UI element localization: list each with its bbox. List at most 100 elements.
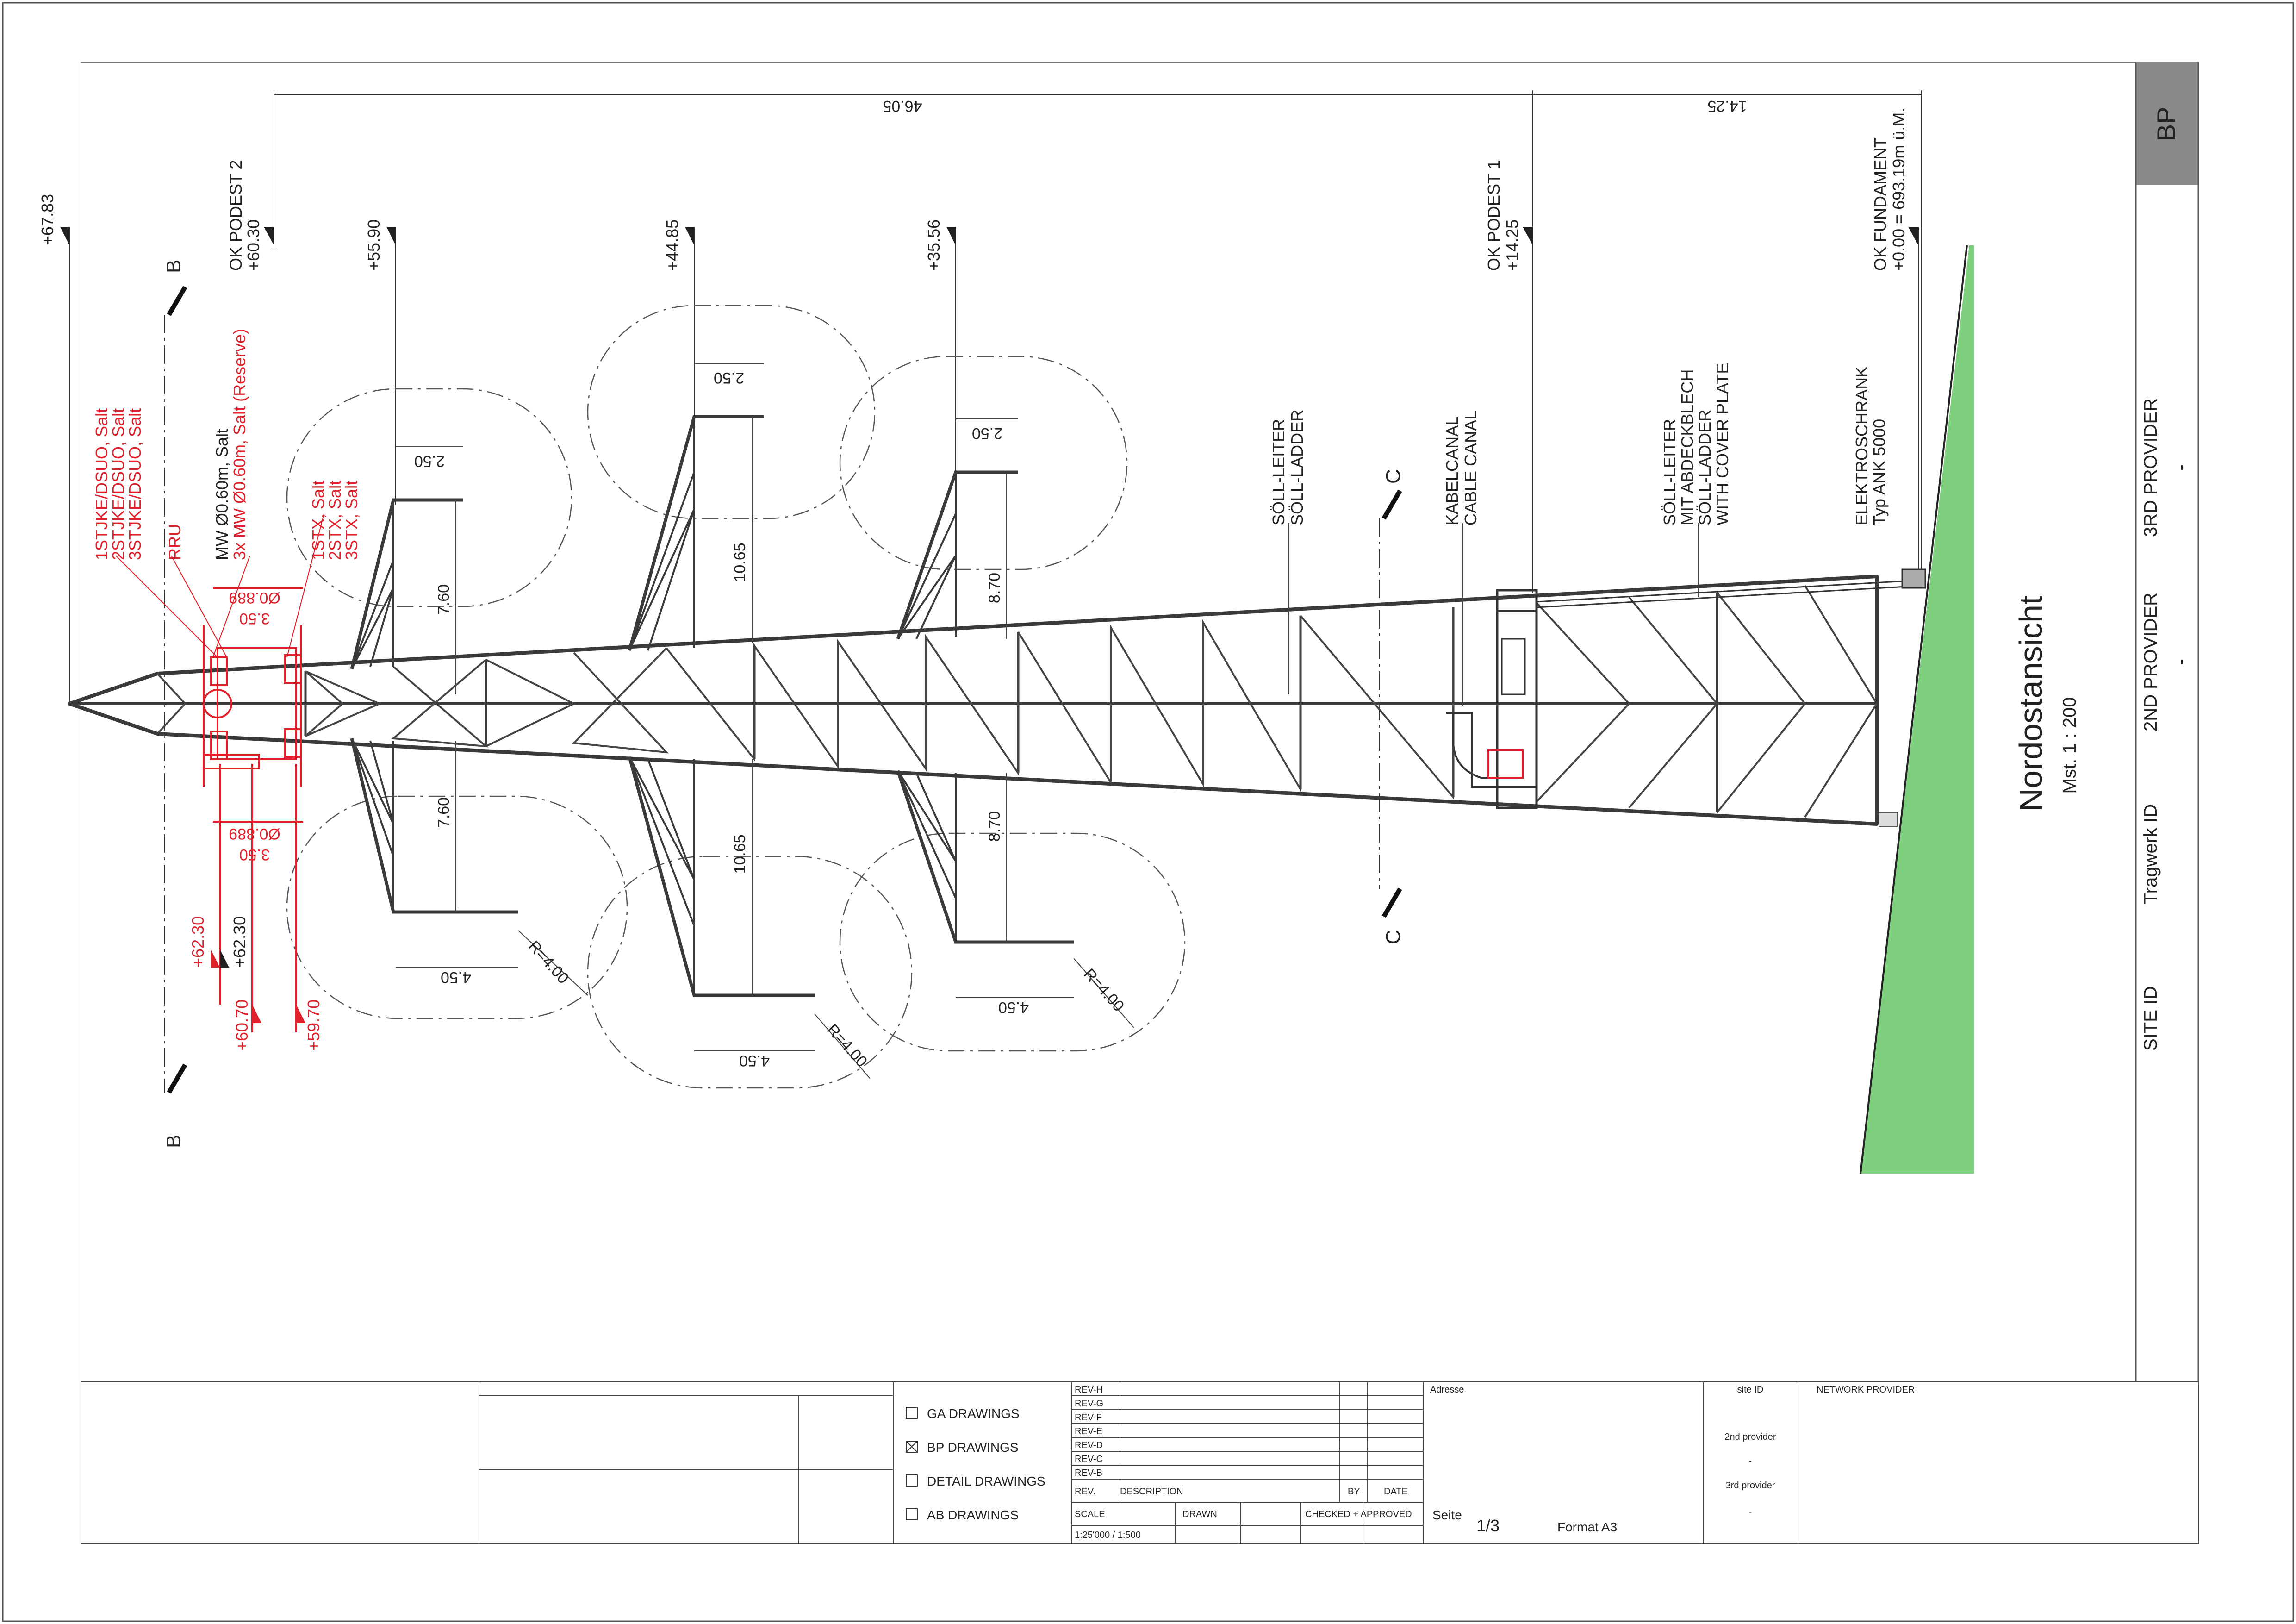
rev-header-rev: REV. — [1075, 1487, 1095, 1497]
red-elev-6070: +60.70 — [232, 999, 251, 1051]
tb-second-provider: 2nd provider — [1724, 1432, 1776, 1442]
side-second-provider: 2ND PROVIDER — [2140, 593, 2161, 731]
arms-bottom — [350, 738, 1074, 997]
red-elev-5970: +59.70 — [304, 999, 323, 1051]
dim-arm-gap-2: 2.50 — [714, 369, 744, 387]
dim-radius-2: R=4.00 — [823, 1021, 871, 1071]
tb-network-provider: NETWORK PROVIDER: — [1817, 1385, 1917, 1395]
checkbox-bp[interactable] — [906, 1441, 918, 1453]
red-rru: RRU — [165, 524, 184, 560]
red-stx-3: 3STX, Salt — [342, 481, 361, 560]
red-stjke-2: 2STJKE/DSUO, Salt — [109, 408, 128, 560]
elev-fundament-value: +0.00 = 693.19m ü.M. — [1889, 108, 1908, 271]
side-third-provider-value: - — [2171, 464, 2191, 470]
tb-third-provider-value: - — [1749, 1507, 1752, 1517]
label-soll-ladder-2: SÖLL-LADDER — [1695, 410, 1714, 525]
dim-bottom-gap-1: 4.50 — [441, 968, 471, 986]
label-ab-drawings: AB DRAWINGS — [927, 1508, 1019, 1522]
checked-header: CHECKED + APPROVED — [1305, 1509, 1412, 1519]
section-cut-marks — [167, 286, 1402, 1094]
dim-arm-len-2: 10.65 — [731, 543, 749, 582]
label-with-cover-plate: WITH COVER PLATE — [1713, 363, 1732, 525]
section-c-bottom: C — [1382, 930, 1405, 944]
seite-label: Seite — [1432, 1508, 1462, 1522]
dim-width-top: 3.50 — [239, 610, 270, 627]
checkbox-ga[interactable] — [906, 1407, 918, 1419]
red-mw-reserve: 3x MW Ø0.60m, Salt (Reserve) — [230, 329, 249, 560]
drawn-header: DRAWN — [1182, 1509, 1217, 1519]
elevation-markers — [69, 227, 1919, 704]
label-detail-drawings: DETAIL DRAWINGS — [927, 1474, 1045, 1488]
elev-ok-podest2: OK PODEST 2 — [226, 160, 245, 271]
side-tragwerk-id: Tragwerk ID — [2140, 804, 2161, 904]
rev-h: REV-H — [1075, 1385, 1103, 1395]
rev-header-description: DESCRIPTION — [1120, 1487, 1183, 1497]
arm-dimensions — [396, 363, 1134, 1079]
dim-bottom-gap-3: 4.50 — [998, 999, 1029, 1016]
elev-6783: +67.83 — [38, 194, 57, 245]
elev-ok-fundament: OK FUNDAMENT — [1871, 137, 1890, 271]
elev-ok-podest1: OK PODEST 1 — [1484, 160, 1503, 271]
ground-fill — [1860, 245, 1974, 1174]
dim-diameter-top: Ø0.889 — [229, 589, 280, 606]
elevation-flags — [60, 227, 1918, 245]
red-stx-1: 1STX, Salt — [309, 481, 328, 560]
dim-bottom-arm-len-3: 8.70 — [986, 811, 1003, 842]
red-stjke-3: 3STJKE/DSUO, Salt — [125, 408, 144, 560]
drawing-type-checkboxes — [906, 1407, 918, 1520]
foundation-block — [1879, 812, 1898, 827]
dim-arm-gap-1: 2.50 — [414, 452, 445, 470]
dim-overall-right: 14.25 — [1707, 97, 1747, 115]
elev-6030: +60.30 — [244, 219, 263, 271]
label-leaders — [1288, 523, 1879, 706]
elev-3556: +35.56 — [924, 219, 943, 271]
label-typ-ank: Typ ANK 5000 — [1870, 419, 1889, 525]
tower-mast — [68, 575, 1879, 826]
tb-second-provider-value: - — [1749, 1456, 1752, 1466]
red-elev-6230: +62.30 — [188, 916, 207, 968]
label-soll-ladder: SÖLL-LADDER — [1288, 410, 1307, 525]
format-label: Format A3 — [1557, 1520, 1617, 1534]
section-b-top: B — [162, 260, 185, 273]
dim-diameter-bottom: Ø0.889 — [229, 825, 280, 843]
arms-top — [350, 415, 1018, 669]
section-b-bottom: B — [162, 1135, 185, 1148]
label-mw-salt: MW Ø0.60m, Salt — [212, 429, 231, 560]
dim-arm-len-1: 7.60 — [435, 584, 453, 615]
rev-b: REV-B — [1075, 1468, 1102, 1478]
elektroschrank-box — [1901, 568, 1926, 589]
rev-header-by: BY — [1348, 1487, 1360, 1497]
podest-1 — [1446, 589, 1538, 809]
rev-e: REV-E — [1075, 1426, 1102, 1437]
ladder-rail — [1536, 580, 1907, 608]
tower-bracing — [156, 585, 1878, 818]
side-panel: BP 3RD PROVIDER - 2ND PROVIDER - Tragwer… — [2135, 62, 2199, 1382]
red-stx-2: 2STX, Salt — [325, 481, 344, 560]
scale-header: SCALE — [1075, 1509, 1105, 1519]
dim-radius-1: R=4.00 — [525, 937, 572, 987]
sheet-badge: BP — [2152, 107, 2181, 142]
checkbox-ab[interactable] — [906, 1508, 918, 1520]
ground-line — [1860, 245, 1968, 1174]
side-second-provider-value: - — [2171, 659, 2191, 665]
title-block — [81, 1381, 2199, 1544]
red-leaders — [115, 513, 324, 658]
address-label: Adresse — [1430, 1385, 1464, 1395]
elev-6230-black: +62.30 — [230, 916, 249, 968]
label-kabelcanal: KABELCANAL — [1443, 416, 1462, 525]
checkbox-detail[interactable] — [906, 1474, 918, 1487]
label-soll-leiter-2: SÖLL-LEITER — [1660, 419, 1679, 525]
red-stjke-1: 1STJKE/DSUO, Salt — [92, 408, 111, 560]
tb-site-id: site ID — [1737, 1385, 1764, 1395]
dim-arm-gap-3: 2.50 — [972, 425, 1002, 442]
dim-bottom-arm-len-2: 10.65 — [731, 834, 749, 874]
view-title: Nordostansicht — [2013, 596, 2049, 812]
dim-overall-left: 46.05 — [883, 97, 922, 115]
dim-arm-len-3: 8.70 — [986, 573, 1003, 603]
scale-value: 1:25'000 / 1:500 — [1075, 1530, 1141, 1540]
rev-d: REV-D — [1075, 1440, 1103, 1450]
view-scale: Mst. 1 : 200 — [2060, 697, 2080, 794]
elev-5590: +55.90 — [364, 219, 383, 271]
radius-loops — [286, 305, 1186, 1089]
